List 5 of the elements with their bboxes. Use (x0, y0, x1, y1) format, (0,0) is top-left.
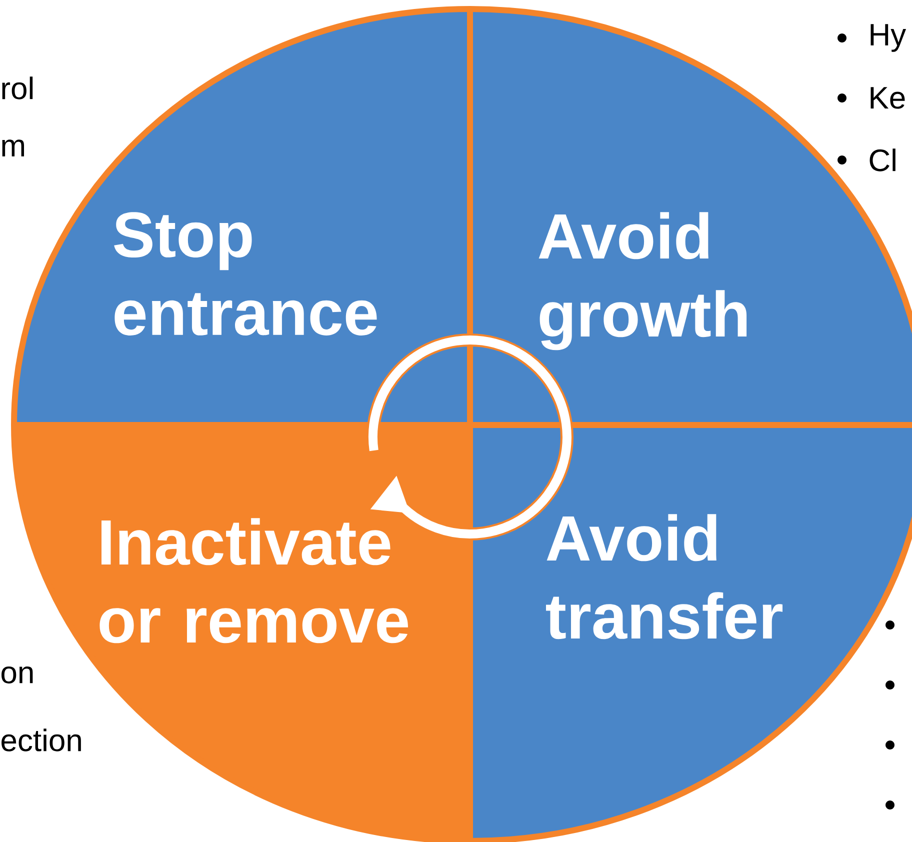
text-label: Ke (870, 87, 905, 109)
node-label: Inactivate or remove (100, 518, 408, 644)
text-label: Hy (870, 24, 906, 52)
quadrant-sector: Avoid transfer (470, 424, 912, 841)
text-label: Cl (870, 148, 896, 172)
